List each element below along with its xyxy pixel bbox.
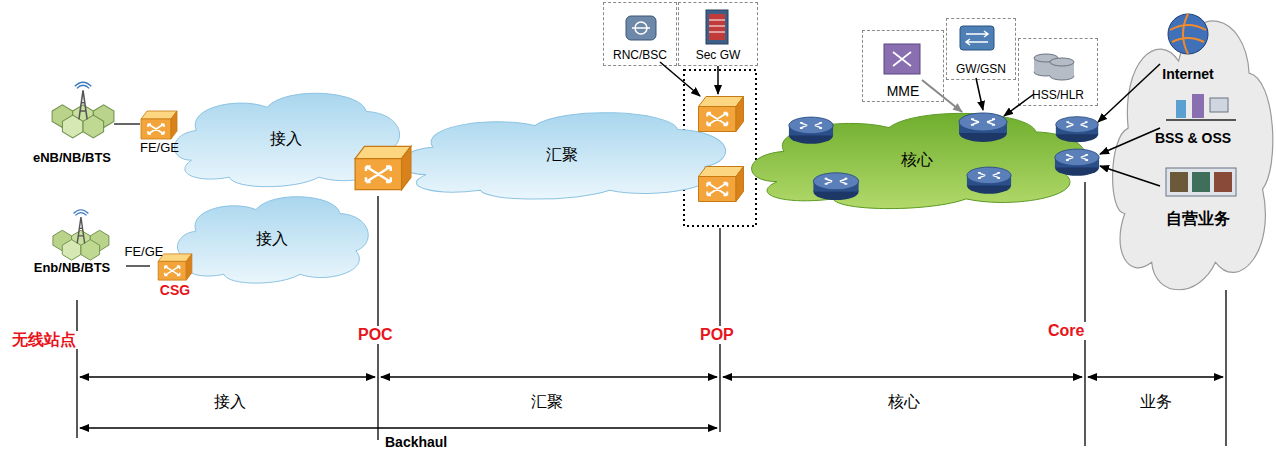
- secgw-icon: [706, 10, 728, 44]
- node-text: 接入: [270, 130, 302, 148]
- hss-box: HSS/HLR: [1018, 38, 1098, 106]
- bss-oss-icon: [1166, 94, 1236, 120]
- gw-box: GW/GSN: [946, 18, 1016, 80]
- access-cloud: 接入: [172, 190, 372, 288]
- link-line: [126, 265, 150, 267]
- section-label: 接入: [214, 393, 246, 411]
- link-line: [114, 123, 140, 125]
- division-lines: [77, 182, 1226, 446]
- service-cloud: [1113, 21, 1273, 290]
- section-label: 汇聚: [531, 393, 563, 411]
- node-text: 自营业务: [1166, 210, 1230, 228]
- node-text: GW/GSN: [956, 63, 1006, 77]
- pop-label: POP: [698, 326, 736, 344]
- gw-icon: [960, 26, 994, 50]
- hss-icon: [1034, 54, 1074, 80]
- node-text: HSS/HLR: [1032, 89, 1084, 103]
- service-icon: [1166, 168, 1236, 196]
- poc-label: POC: [356, 326, 395, 344]
- node-text: Sec GW: [696, 49, 741, 63]
- node-text: Internet: [1162, 66, 1213, 82]
- node-text: MME: [887, 83, 920, 99]
- station-node: eNB/NB/BTS: [16, 78, 128, 168]
- backhaul-label: Backhaul: [383, 434, 449, 450]
- mme-icon: [884, 44, 920, 74]
- core-cloud: 核心: [742, 106, 1092, 214]
- node-text: 核心: [901, 151, 933, 169]
- router-icon: [141, 111, 177, 139]
- station-icon: [53, 210, 109, 260]
- node-text: eNB/NB/BTS: [33, 151, 111, 166]
- node-text: RNC/BSC: [613, 49, 667, 63]
- interface-label: FE/GE: [140, 141, 179, 156]
- section-label: 核心: [888, 393, 920, 411]
- service-node: 自营业务: [1148, 160, 1248, 230]
- secgw-box: Sec GW: [678, 2, 758, 66]
- node-text: CSG: [160, 282, 190, 298]
- interface-label: FE/GE: [123, 245, 164, 260]
- core-label: Core: [1046, 322, 1086, 340]
- node-text: 接入: [256, 230, 288, 248]
- site-label: 无线站点: [10, 331, 78, 349]
- node-text: 汇聚: [546, 146, 578, 164]
- station-icon: [52, 82, 114, 138]
- range-arrows: [80, 377, 1223, 428]
- section-label: 业务: [1140, 393, 1172, 411]
- internet-icon: [1168, 14, 1208, 54]
- rnc-icon: [626, 16, 656, 40]
- node-text: BSS & OSS: [1155, 130, 1231, 146]
- node-text: Enb/NB/BTS: [34, 261, 111, 276]
- router-icon: [699, 97, 744, 132]
- rnc-box: RNC/BSC: [603, 2, 677, 66]
- bss-oss-node: BSS & OSS: [1140, 86, 1246, 148]
- access-cloud: 接入: [168, 86, 404, 192]
- aggregation-cloud: 汇聚: [392, 106, 732, 204]
- mme-box: MME: [862, 30, 944, 102]
- arrow: [922, 80, 962, 112]
- internet-node: Internet: [1148, 4, 1228, 84]
- station-node: Enb/NB/BTS: [18, 206, 126, 278]
